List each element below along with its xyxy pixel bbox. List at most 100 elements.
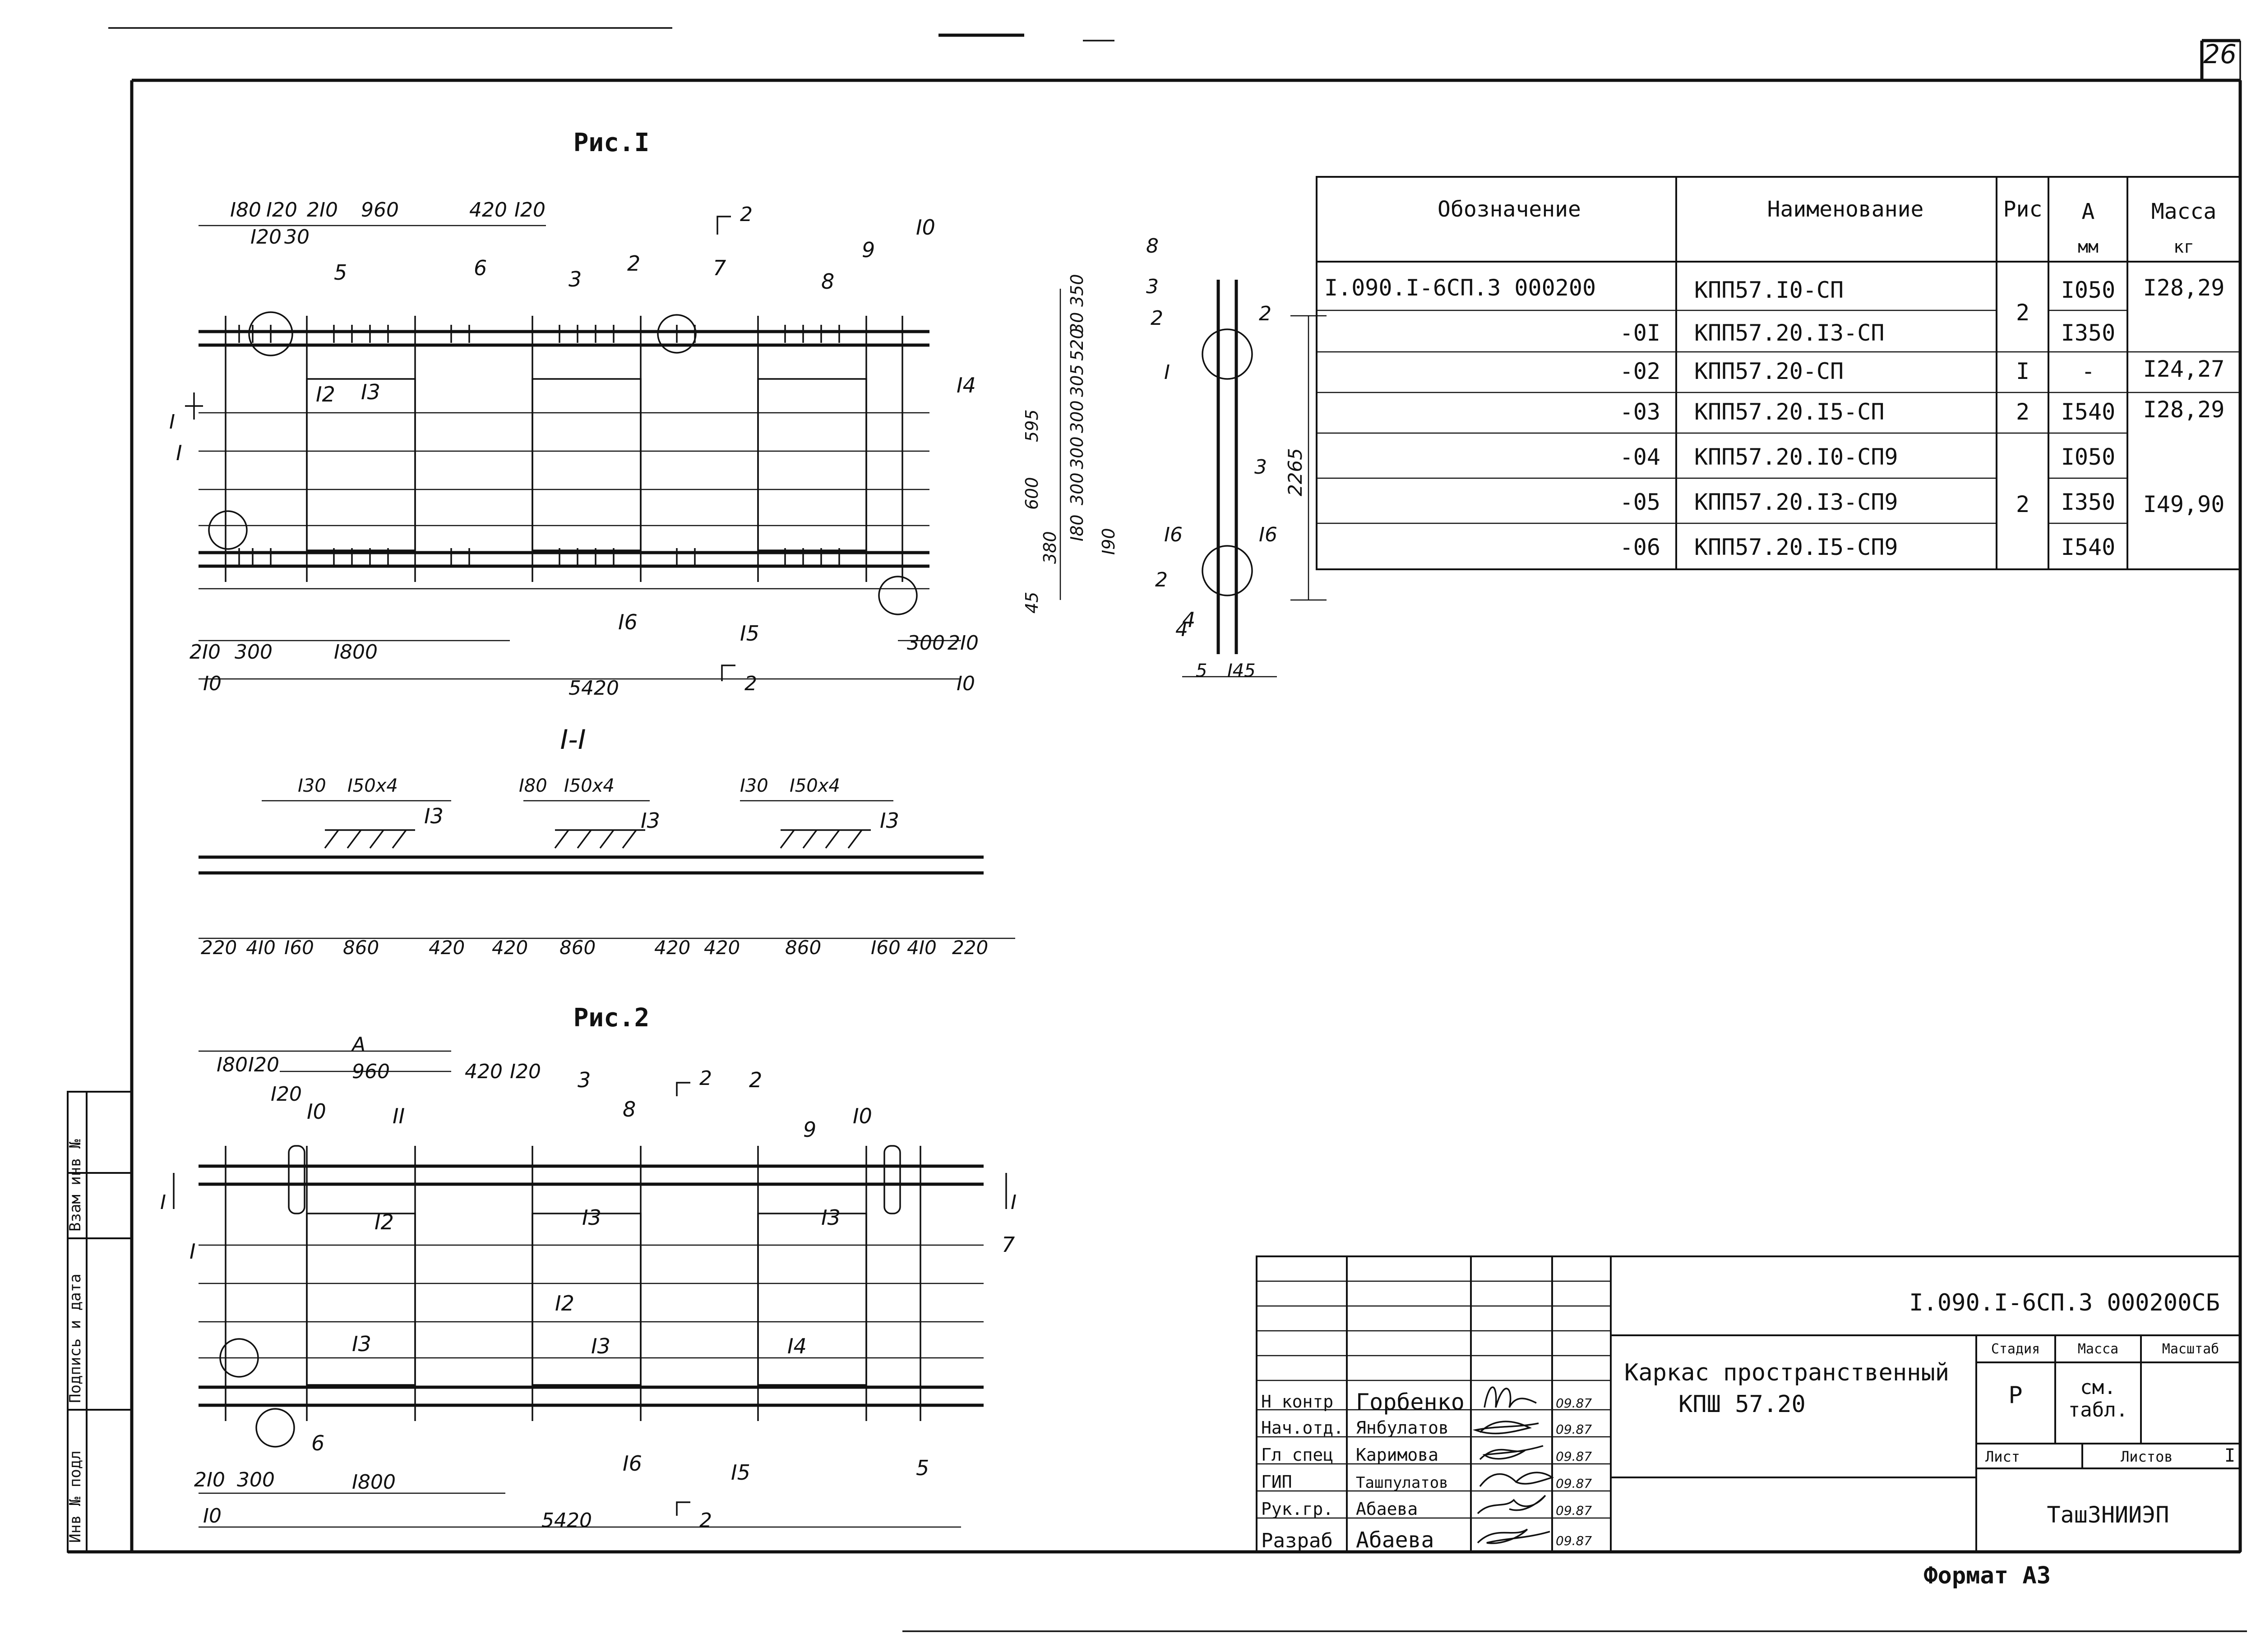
- fig1-callout-3: 3: [569, 267, 582, 291]
- fig1-side-300a: 300: [1067, 400, 1087, 433]
- fig2-dim-960: 960: [352, 1060, 390, 1083]
- fig2-callout-12b: I2: [555, 1291, 574, 1315]
- fig1-callout-1: I: [176, 441, 182, 465]
- title-block: I.090.I-6СП.3 000200СБ Каркас пространст…: [1256, 1255, 2241, 1553]
- table-header-mass: Масса: [2151, 199, 2217, 224]
- table-row-5-designation: -05: [1620, 489, 1660, 515]
- section-bottom-dim-9: 420: [704, 937, 740, 959]
- section-top-dim-1: I30: [298, 775, 326, 796]
- stamp-signature-label: Подпись и дата: [66, 1274, 84, 1403]
- stamp-inv-label: Инв № подл: [66, 1450, 84, 1543]
- section-bottom-dim-4: 860: [343, 937, 379, 959]
- side-callout-1: I: [1164, 361, 1170, 384]
- table-row-3-fig: 2: [2016, 399, 2029, 425]
- section-bottom-dim-13: 220: [952, 937, 988, 959]
- table-row-5-a: I350: [2061, 489, 2115, 515]
- fig1-side-30: 30: [1067, 312, 1087, 334]
- section-bottom-dim-1: 220: [201, 937, 237, 959]
- fig1-section-marker-top: 2: [740, 203, 753, 226]
- fig2-callout-5: 5: [916, 1456, 929, 1480]
- fig2-callout-3a: 3: [578, 1068, 591, 1092]
- fig2-callout-13a: I3: [582, 1205, 601, 1230]
- scale-label: Масштаб: [2162, 1341, 2219, 1357]
- fig1-side-300b: 300: [1067, 436, 1087, 469]
- staff-date-4: 09.87: [1556, 1503, 1592, 1518]
- fig2-dim-180: I80: [217, 1053, 248, 1076]
- sheet-label: Лист: [1985, 1448, 2020, 1465]
- table-row-2-name: КПП57.20-СП: [1694, 358, 1844, 384]
- side-view: 2265 5 I45 8 3 2 2 I 3 I6 I6 2 4: [1146, 235, 1327, 681]
- table-row-6-a: I540: [2061, 534, 2115, 560]
- section-bottom-dim-2: 4I0: [246, 937, 276, 959]
- table-row-5-name: КПП57.20.I3-СП9: [1694, 489, 1898, 515]
- fig1-title: Рис.I: [573, 128, 650, 157]
- stage-value: Р: [2008, 1382, 2022, 1409]
- fig2-callout-10a: I0: [307, 1099, 326, 1124]
- staff-date-2: 09.87: [1556, 1449, 1592, 1464]
- table-row-4-a: I050: [2061, 444, 2115, 470]
- section-callout-13a: I3: [424, 804, 444, 828]
- table-row-4-mass: I49,90: [2143, 491, 2225, 517]
- fig1-callout-6: 6: [474, 256, 487, 280]
- fig1-bottom-210: 2I0: [190, 641, 221, 664]
- fig2-callout-11: II: [393, 1104, 405, 1128]
- fig1-overall: 5420: [569, 677, 619, 700]
- staff-name-4: Абаева: [1356, 1499, 1418, 1519]
- section-top-dim-6: I50x4: [790, 775, 840, 796]
- fig1-dim-180: I80: [230, 198, 261, 221]
- fig2-callout-15: I5: [731, 1460, 750, 1485]
- table-header-a: А: [2082, 199, 2095, 224]
- staff-date-5: 09.87: [1556, 1533, 1592, 1548]
- side-callout-2a: 2: [1151, 307, 1163, 330]
- fig1-side-180: I80: [1067, 514, 1087, 541]
- section-title: I-I: [560, 724, 586, 756]
- side-callout-3b: 3: [1254, 456, 1267, 479]
- table-row-6-name: КПП57.20.I5-СП9: [1694, 534, 1898, 560]
- fig2-callout-1: I: [190, 1239, 196, 1264]
- fig2-cut-marker-left: I: [160, 1191, 166, 1214]
- section-bottom-dim-11: I60: [871, 937, 901, 959]
- staff-name-1: Янбулатов: [1356, 1418, 1449, 1438]
- fig2-bottom-1800: I800: [352, 1471, 396, 1494]
- top-scan-lines: [108, 27, 2247, 1632]
- title-line-1: Каркас пространственный: [1624, 1359, 1949, 1386]
- table-row-1-a: I350: [2061, 320, 2115, 346]
- fig2-overall: 5420: [541, 1509, 592, 1532]
- format-label: Формат А3: [1923, 1562, 2051, 1589]
- staff-role-5: Разраб: [1261, 1529, 1333, 1552]
- signatures: [1472, 1386, 1554, 1544]
- side-callout-2b: 2: [1259, 302, 1271, 325]
- fig1-callout-15: I5: [740, 621, 759, 646]
- table-row-3-mass: I28,29: [2143, 397, 2225, 423]
- section-top-dim-3: I80: [519, 775, 547, 796]
- fig1-side-595: 595: [1022, 409, 1042, 442]
- mass-label: Масса: [2078, 1341, 2118, 1357]
- section-callout-13b: I3: [641, 808, 660, 833]
- fig2-callout-13c: I3: [352, 1332, 371, 1356]
- side-callout-3a: 3: [1146, 275, 1159, 298]
- fig2-callout-9: 9: [803, 1117, 816, 1142]
- table-row-0-fig: 2: [2016, 300, 2029, 326]
- organization: ТашЗНИИЭП: [2047, 1502, 2169, 1528]
- fig1-side-305: 305: [1067, 364, 1087, 397]
- staff-role-1: Нач.отд.: [1261, 1418, 1344, 1438]
- table-row-1-designation: -0I: [1620, 320, 1660, 346]
- fig1-side-600: 600: [1022, 477, 1042, 510]
- table-unit-mm: мм: [2078, 237, 2099, 257]
- fig2-callout-2: 2: [749, 1068, 762, 1092]
- staff-name-0: Горбенко: [1356, 1389, 1465, 1415]
- staff-name-3: Ташпулатов: [1356, 1474, 1448, 1492]
- fig2-dim-120c: I20: [510, 1060, 541, 1083]
- fig1-callout-8: 8: [821, 269, 834, 294]
- fig1-callout-9: 9: [862, 238, 875, 262]
- staff-role-2: Гл спец: [1261, 1445, 1333, 1465]
- table-row-0-designation: I.090.I-6СП.3 000200: [1324, 275, 1596, 301]
- fig2-bottom-300: 300: [237, 1468, 275, 1491]
- side-dim-5: 5: [1196, 660, 1207, 681]
- fig2-dim-120b: I20: [271, 1083, 302, 1106]
- section-bottom-dim-5: 420: [429, 937, 465, 959]
- table-header-name: Наименование: [1767, 197, 1924, 222]
- side-callout-16b: I6: [1259, 523, 1277, 546]
- section-top-dim-4: I50x4: [564, 775, 615, 796]
